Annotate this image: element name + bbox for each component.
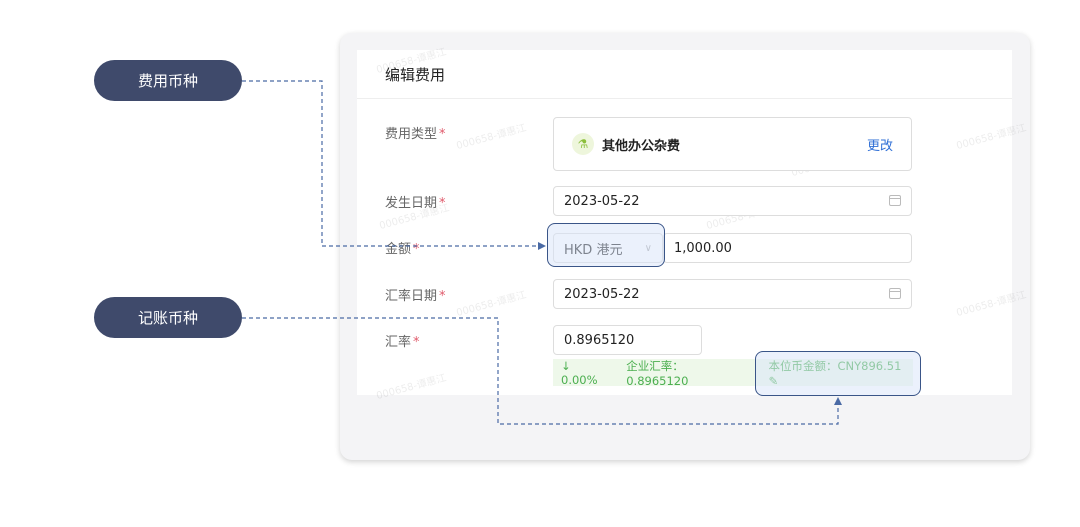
- highlight-currency: [547, 223, 665, 267]
- corporate-rate: 企业汇率：0.8965120: [626, 358, 689, 388]
- expense-type-field[interactable]: ⚗ 其他办公杂费 更改: [553, 117, 912, 171]
- change-link[interactable]: 更改: [866, 138, 893, 154]
- rate-input[interactable]: 0.8965120: [553, 325, 702, 355]
- calendar-icon: [889, 288, 901, 299]
- expense-type-label: 费用类型*: [385, 127, 446, 142]
- calendar-icon: [889, 195, 901, 206]
- rate-diff: ↓ 0.00%: [561, 358, 598, 387]
- rate-label: 汇率*: [385, 335, 420, 350]
- divider: [357, 98, 1012, 99]
- arrow-icon: [538, 242, 546, 250]
- expense-type-value: 其他办公杂费: [602, 138, 681, 154]
- rate-date-input[interactable]: 2023-05-22: [553, 279, 912, 309]
- connector-expense-currency: [242, 80, 540, 247]
- page-title: 编辑费用: [385, 66, 446, 84]
- amount-input[interactable]: 1,000.00: [663, 233, 912, 263]
- occur-date-input[interactable]: 2023-05-22: [553, 186, 912, 216]
- callout-expense-currency: 费用币种: [94, 60, 242, 101]
- callout-booking-currency: 记账币种: [94, 297, 242, 338]
- connector-booking-currency: [242, 317, 839, 425]
- amount-label: 金额*: [385, 242, 420, 257]
- rate-date-label: 汇率日期*: [385, 289, 446, 304]
- occur-date-label: 发生日期*: [385, 196, 446, 211]
- highlight-local-amount: [755, 351, 921, 396]
- arrow-icon: [834, 397, 842, 405]
- category-icon: ⚗: [572, 133, 594, 155]
